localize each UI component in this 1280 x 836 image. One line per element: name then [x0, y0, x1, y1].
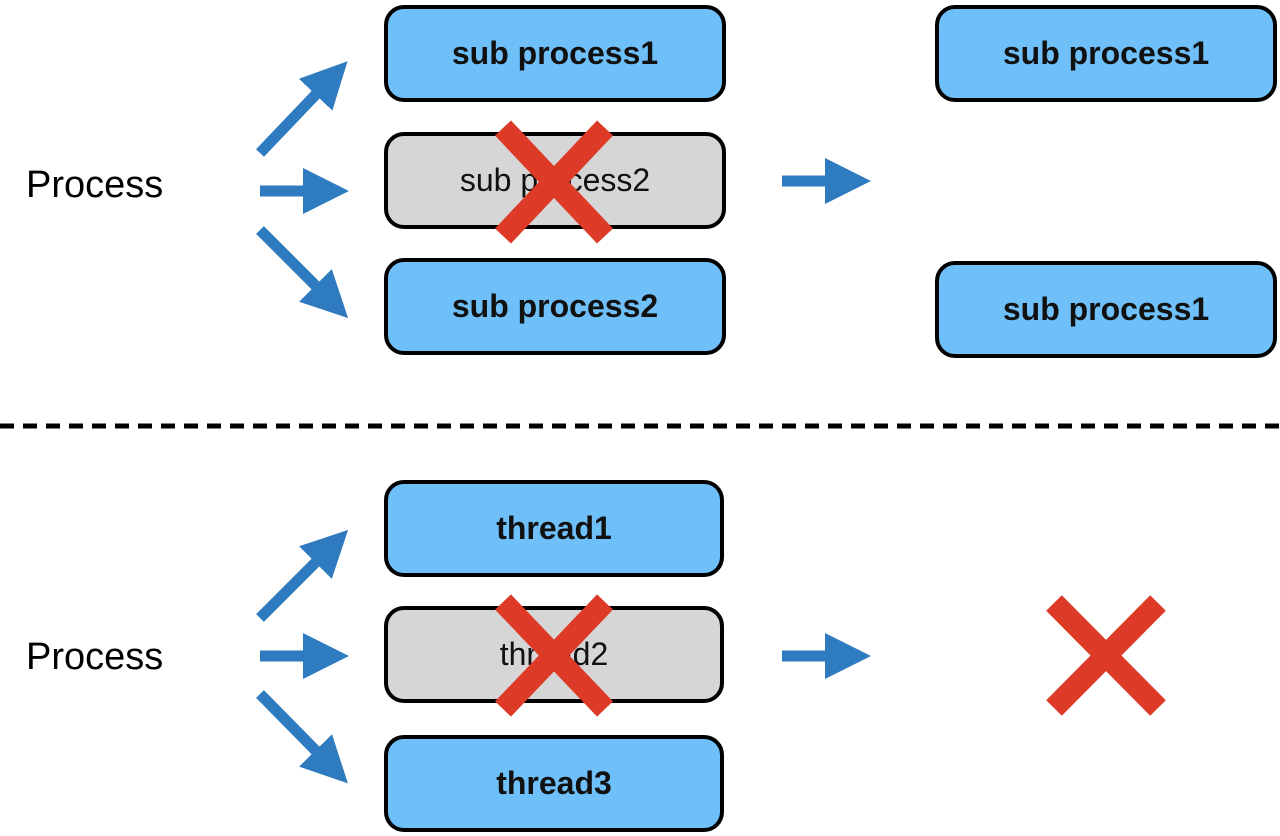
subprocess2-killed-box: sub process2 — [384, 132, 726, 229]
process-label-bottom: Process — [26, 636, 164, 678]
subprocess2-box: sub process2 — [384, 258, 726, 355]
result-subprocess1-top-box: sub process1 — [935, 5, 1277, 102]
result-subprocess1-bottom-box: sub process1 — [935, 261, 1277, 358]
arrow-icon — [256, 529, 349, 622]
process-label-top: Process — [26, 164, 164, 206]
thread3-box: thread3 — [384, 735, 724, 832]
thread2-killed-box: thread2 — [384, 606, 724, 703]
cross-icon — [1046, 595, 1166, 716]
arrow-icon — [256, 690, 348, 784]
thread1-box: thread1 — [384, 480, 724, 577]
subprocess1-box: sub process1 — [384, 5, 726, 102]
arrow-icon — [256, 226, 349, 319]
arrow-icon — [256, 61, 348, 157]
